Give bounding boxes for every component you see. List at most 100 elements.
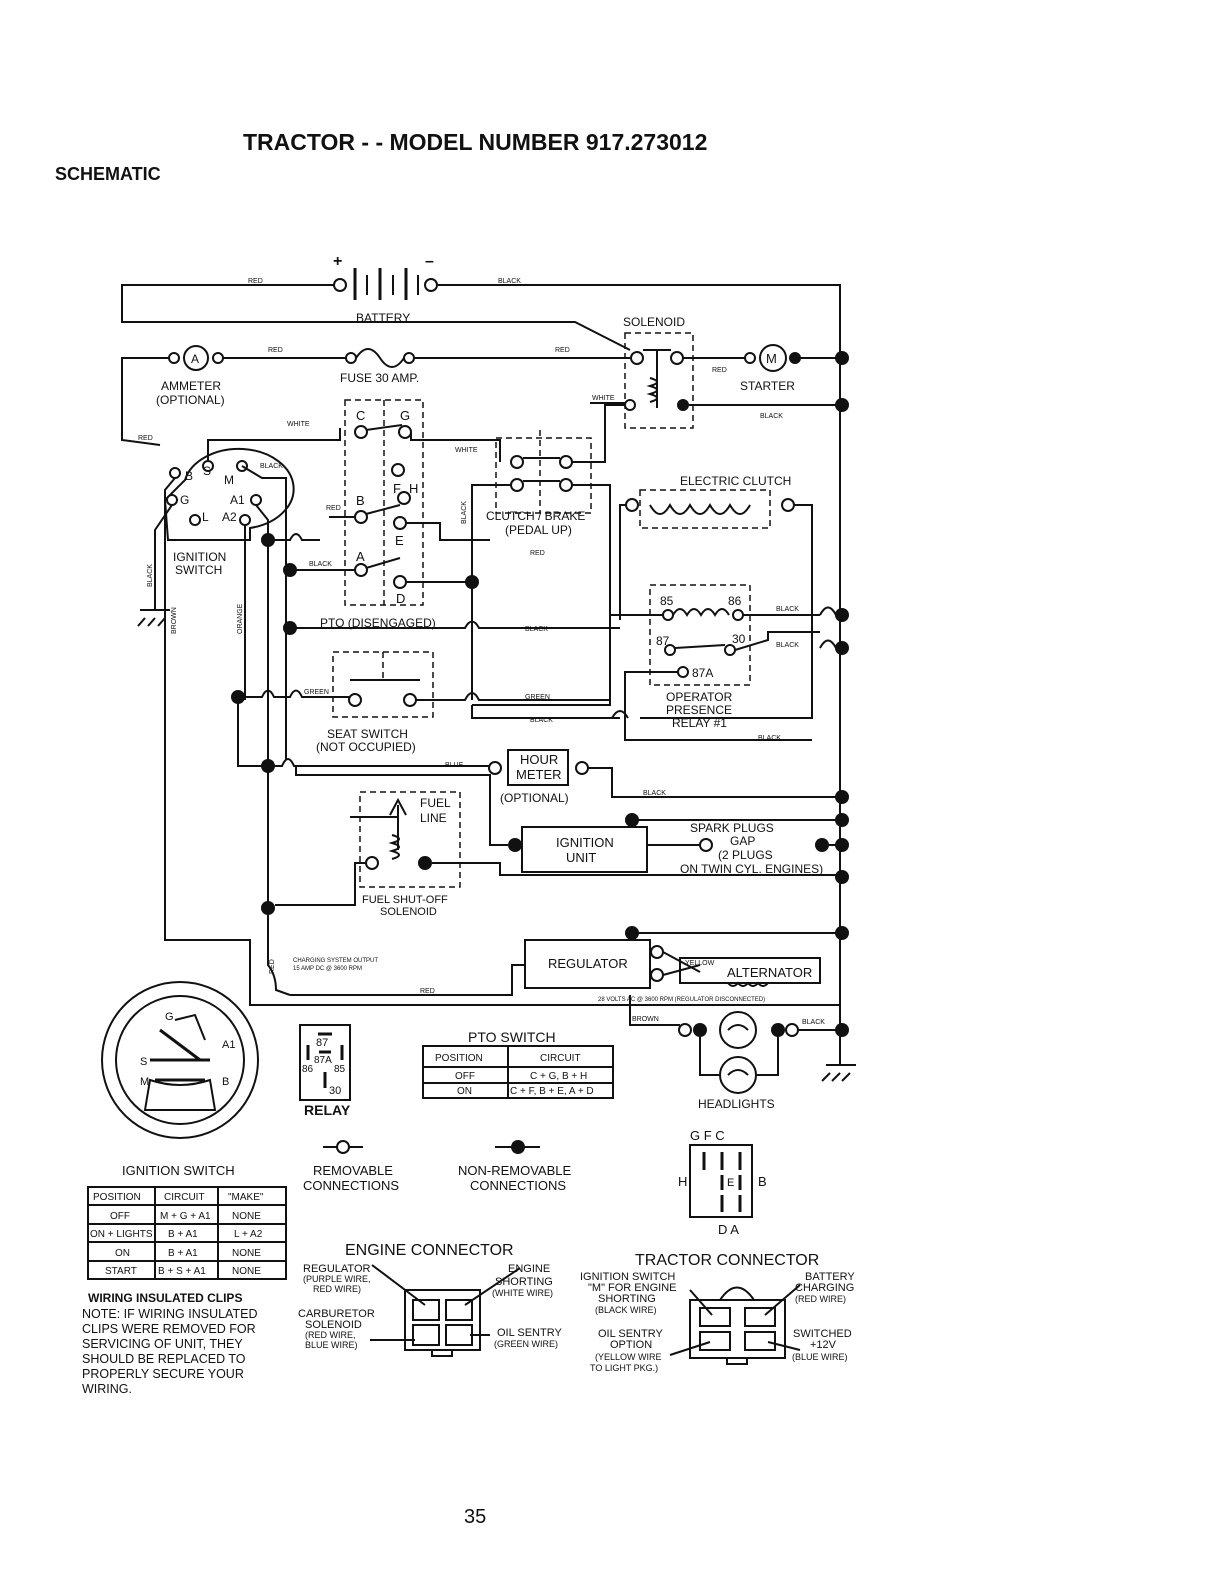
wire-label-red-2: RED [138, 435, 153, 442]
note-line: NOTE: IF WIRING INSULATED [82, 1307, 257, 1321]
tc-label: OIL SENTRY [598, 1328, 663, 1340]
fuel-solenoid-label: FUEL SHUT-OFF [362, 894, 448, 906]
ign-term-s: S [203, 464, 211, 478]
wire-label-yellow: YELLOW [685, 960, 715, 967]
pto-term-d: D [396, 591, 405, 606]
pin-87a: 87A [314, 1055, 332, 1066]
wire-label-red-3: RED [268, 347, 283, 354]
tractor-connector-title: TRACTOR CONNECTOR [635, 1252, 819, 1269]
seat-switch-label: SEAT SWITCH [327, 727, 408, 741]
charging-output-label: CHARGING SYSTEM OUTPUT [293, 958, 378, 964]
fuel-shutoff-solenoid: FUEL LINE FUEL SHUT-OFF SOLENOID [350, 791, 461, 918]
wire-label-black: BLACK [498, 278, 521, 285]
relay-legend-label: RELAY [304, 1102, 351, 1118]
tc-label: TO LIGHT PKG.) [590, 1363, 658, 1373]
tc-label: (YELLOW WIRE [595, 1352, 662, 1362]
ign-term-g: G [180, 493, 189, 507]
seat-switch: SEAT SWITCH (NOT OCCUPIED) [316, 651, 434, 754]
ign-cell: M + G + A1 [160, 1211, 211, 1222]
hour-meter-label-2: METER [516, 767, 562, 782]
pto-pin-top: G F C [690, 1128, 725, 1143]
ign-cell: NONE [232, 1266, 261, 1277]
wire-label-black-10: BLACK [525, 626, 548, 633]
engine-connector: ENGINE CONNECTOR REGULATOR (PURPLE WIRE,… [298, 1242, 562, 1357]
ec-label: (WHITE WIRE) [492, 1288, 553, 1298]
clutch-brake-label-2: (PEDAL UP) [505, 523, 572, 537]
fuel-solenoid-label-2: SOLENOID [380, 906, 437, 918]
hour-meter-optional: (OPTIONAL) [500, 791, 569, 805]
solenoid-label: SOLENOID [623, 315, 685, 329]
legend-removable: REMOVABLE [313, 1163, 393, 1178]
wire-label-red-8: RED [420, 988, 435, 995]
tc-label: IGNITION SWITCH [580, 1271, 675, 1283]
electric-clutch-label: ELECTRIC CLUTCH [680, 474, 791, 488]
pto-term-g: G [400, 408, 410, 423]
spark-plugs-note-2: ON TWIN CYL. ENGINES) [680, 862, 823, 876]
ec-label: RED WIRE) [313, 1284, 361, 1294]
ignition-unit: IGNITION UNIT [508, 826, 648, 873]
alternator-note: 28 VOLTS AC @ 3600 RPM (REGULATOR DISCON… [598, 997, 765, 1003]
wiring-note: WIRING INSULATED CLIPS NOTE: IF WIRING I… [82, 1291, 257, 1396]
pto-pin-diagram: G F C H E B D A [678, 1128, 767, 1237]
headlights: BROWN BLACK HEADLIGHTS [629, 995, 849, 1111]
ign-cell: NONE [232, 1248, 261, 1259]
pto-term-e: E [395, 533, 404, 548]
ign-term-a2: A2 [222, 510, 237, 524]
tc-label: SHORTING [598, 1293, 656, 1305]
wire-label-white: WHITE [592, 395, 615, 402]
ec-label: SHORTING [495, 1276, 553, 1288]
svg-text:–: – [425, 253, 434, 270]
pto-label: PTO (DISENGAGED) [320, 616, 436, 630]
wire-label-white-3: WHITE [455, 447, 478, 454]
pin-85: 85 [334, 1064, 346, 1075]
pin-87: 87 [316, 1037, 328, 1049]
operator-presence-relay: 85 86 87 30 87A OPERATOR PRESENCE RELAY … [649, 584, 751, 730]
wire-label-blue: BLUE [445, 762, 464, 769]
note-line: WIRING. [82, 1382, 132, 1396]
wire-label-black-9: BLACK [758, 735, 781, 742]
wire-label-black-7: BLACK [776, 606, 799, 613]
hour-meter: HOUR METER (OPTIONAL) [488, 749, 589, 805]
spark-plugs-label: SPARK PLUGS [690, 821, 774, 835]
wire-label-black-4: BLACK [260, 463, 283, 470]
wire-label-white-2: WHITE [287, 421, 310, 428]
tractor-connector: TRACTOR CONNECTOR IGNITION SWITCH "M" FO… [580, 1252, 855, 1373]
tc-label: "M" FOR ENGINE [588, 1282, 676, 1294]
svg-text:+: + [333, 253, 342, 270]
pto-cell: ON [457, 1086, 472, 1097]
ign-cell: ON [115, 1248, 130, 1259]
ign-cell: OFF [110, 1211, 130, 1222]
pto-cell: C + G, B + H [530, 1071, 587, 1082]
ec-label: (PURPLE WIRE, [303, 1274, 371, 1284]
pto-switch-table: PTO SWITCH POSITION CIRCUIT OFF C + G, B… [422, 1029, 614, 1099]
pto-table-title: PTO SWITCH [468, 1029, 556, 1045]
hour-meter-label: HOUR [520, 752, 558, 767]
wire-label-red: RED [248, 278, 263, 285]
wire-label-black-5: BLACK [309, 561, 332, 568]
regulator-label: REGULATOR [548, 956, 628, 971]
clutch-brake-label: CLUTCH / BRAKE [486, 509, 585, 523]
ignition-switch-face: G S M B A1 IGNITION SWITCH [101, 981, 259, 1178]
relay-pin-diagram: 87 87A 86 85 30 RELAY [299, 1024, 351, 1118]
wire-label-brown: BROWN [171, 607, 178, 634]
ec-label: (GREEN WIRE) [494, 1339, 558, 1349]
ignition-switch-label: IGNITION [173, 550, 226, 564]
ec-label: CARBURETOR [298, 1308, 375, 1320]
ign-th-make: "MAKE" [228, 1192, 264, 1203]
wire-label-black-12: BLACK [643, 790, 666, 797]
face-term-b: B [222, 1076, 229, 1088]
ammeter: A AMMETER (OPTIONAL) [156, 345, 225, 407]
relay-term-30: 30 [732, 632, 746, 646]
pto-pin-mid: E [727, 1177, 734, 1189]
tc-label: OPTION [610, 1339, 652, 1351]
ignition-table-title: IGNITION SWITCH [122, 1163, 235, 1178]
ec-label: (RED WIRE, [305, 1330, 356, 1340]
relay-label-1: OPERATOR [666, 690, 733, 704]
page-number: 35 [464, 1506, 486, 1528]
ammeter-symbol: A [191, 352, 199, 366]
connection-legend: REMOVABLE CONNECTIONS NON-REMOVABLE CONN… [303, 1140, 571, 1193]
pto-term-a: A [356, 549, 365, 564]
ign-cell: START [105, 1266, 137, 1277]
page-title: TRACTOR - - MODEL NUMBER 917.273012 [243, 129, 707, 155]
clutch-brake-switch: CLUTCH / BRAKE (PEDAL UP) [486, 430, 592, 537]
